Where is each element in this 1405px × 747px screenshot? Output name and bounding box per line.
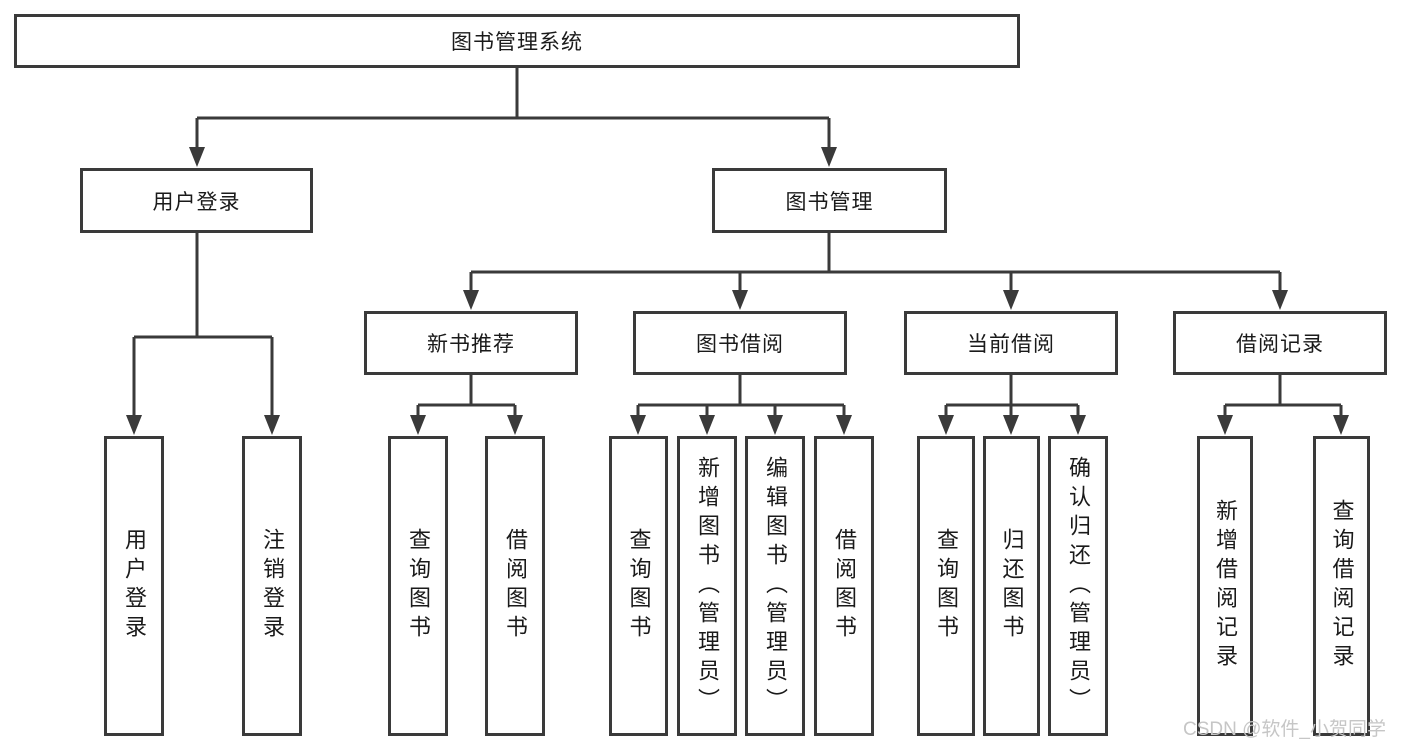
leaf-add-books-admin: 新增图书（管理员） [677, 436, 737, 736]
leaf-query-books-borrow: 查询图书 [609, 436, 668, 736]
leaf-return-books: 归还图书 [983, 436, 1040, 736]
connector-user-login-children [126, 233, 280, 435]
leaf-query-books-current: 查询图书 [917, 436, 975, 736]
node-label: 注销登录 [260, 528, 285, 644]
leaf-logout: 注销登录 [242, 436, 302, 736]
leaf-confirm-return-admin: 确认归还（管理员） [1048, 436, 1108, 736]
node-borrow-record: 借阅记录 [1173, 311, 1387, 375]
leaf-user-login: 用户登录 [104, 436, 164, 736]
connector-current-borrow-children [938, 375, 1086, 435]
connector-root-to-level2 [189, 68, 837, 167]
node-label: 归还图书 [999, 528, 1025, 644]
leaf-edit-books-admin: 编辑图书（管理员） [745, 436, 805, 736]
node-label: 用户登录 [122, 528, 147, 644]
node-current-borrow: 当前借阅 [904, 311, 1118, 375]
node-label: 用户登录 [152, 190, 241, 214]
node-label: 新书推荐 [427, 333, 515, 356]
csdn-watermark: CSDN @软件_小贺同学 [1183, 719, 1386, 740]
node-label: 查询图书 [626, 528, 652, 644]
node-label: 当前借阅 [967, 333, 1055, 356]
connector-book-borrow-children [630, 375, 852, 435]
node-library-management-system: 图书管理系统 [14, 14, 1020, 68]
node-label: 借阅图书 [503, 528, 528, 644]
connector-borrow-record-children [1217, 375, 1349, 435]
node-label: 查询借阅记录 [1329, 499, 1355, 673]
node-label: 图书借阅 [696, 333, 784, 356]
connector-new-book-recommend-children [410, 375, 523, 435]
leaf-borrow-books: 借阅图书 [814, 436, 874, 736]
node-label: 查询图书 [934, 528, 959, 644]
node-user-login: 用户登录 [80, 168, 313, 233]
node-new-book-recommend: 新书推荐 [364, 311, 578, 375]
node-label: 图书管理 [785, 190, 874, 214]
leaf-add-borrow-record: 新增借阅记录 [1197, 436, 1253, 736]
node-label: 编辑图书（管理员） [763, 455, 788, 717]
node-label: 确认归还（管理员） [1066, 455, 1091, 717]
node-label: 查询图书 [406, 528, 431, 644]
leaf-query-borrow-record: 查询借阅记录 [1313, 436, 1370, 736]
node-book-management: 图书管理 [712, 168, 947, 233]
leaf-borrow-books-recommend: 借阅图书 [485, 436, 545, 736]
node-book-borrow: 图书借阅 [633, 311, 847, 375]
node-label: 新增借阅记录 [1213, 499, 1238, 673]
node-label: 新增图书（管理员） [695, 455, 720, 717]
connector-book-management-children [463, 233, 1288, 310]
leaf-query-books-recommend: 查询图书 [388, 436, 448, 736]
node-label: 图书管理系统 [451, 31, 583, 54]
node-label: 借阅图书 [832, 528, 857, 644]
node-label: 借阅记录 [1236, 333, 1324, 356]
